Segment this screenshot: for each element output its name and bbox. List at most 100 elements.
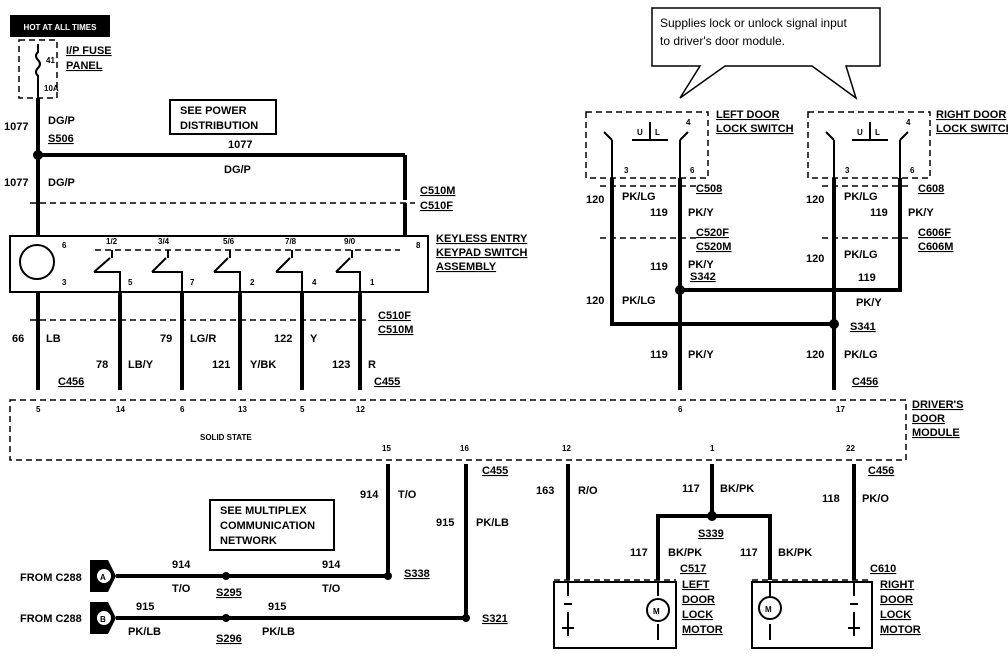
splice-s342 [675,285,685,295]
splice-s339-label: S339 [698,528,724,540]
keypad-pin-7-8: 7/8 [285,237,297,246]
connector-c520m-label: C520M [696,241,731,253]
right-120-circuit-mid: 120 [806,253,824,265]
right-120-circuit-top: 120 [806,194,824,206]
module-pin-6a: 6 [180,405,185,414]
left-119-circuit-mid: 119 [650,261,668,273]
wire-915-circuit-a: 915 [136,601,154,613]
keypad-pin-3-4: 3/4 [158,237,170,246]
connector-c610-label: C610 [870,563,896,575]
wire-118-circuit: 118 [822,493,840,505]
splice-s296 [222,614,230,622]
wire-915-color-vert: PK/LB [476,517,509,529]
fuse-amperage: 10A [44,84,59,93]
keypad-pin-2: 2 [250,278,255,287]
right-120-color-top: PK/LG [844,191,878,203]
fuse-panel-title-1: I/P FUSE [66,45,112,57]
keypad-switch-7-8 [275,250,303,292]
left-motor-m-icon [646,598,670,622]
left-120-color-mid: PK/LG [622,295,656,307]
module-pin-17: 17 [836,405,845,414]
left-119-color-top: PK/Y [688,207,714,219]
left-motor-switch [562,582,574,636]
left-119-circuit-top: 119 [650,207,668,219]
splice-s321 [462,614,470,622]
fuse-panel-title-2: PANEL [66,60,103,72]
connector-c510m-label-bottom: C510M [378,324,413,336]
right-120-color-mid: PK/LG [844,249,878,261]
keypad-pin-5: 5 [128,278,133,287]
power-color-upper: DG/P [48,115,75,127]
connector-b-letter: B [100,615,106,624]
connector-a-letter: A [100,573,106,582]
right-motor-title-4: MOTOR [880,624,921,636]
power-circuit-lower: 1077 [4,177,28,189]
wire-66-circuit: 66 [12,333,24,345]
keypad-pin-3: 3 [62,278,67,287]
fuse-number: 41 [46,56,55,65]
wire-119-right-switch [680,178,902,292]
left-switch-pin-4: 4 [686,118,691,127]
from-c288-b: FROM C288 [20,613,82,625]
callout-line-2: to driver's door module. [660,34,785,48]
left-door-lock-motor [553,581,677,649]
wire-117-circuit-right: 117 [740,547,758,559]
wire-915-color-b: PK/LB [262,626,295,638]
see-power-distribution-box [169,99,277,135]
splice-s296-label: S296 [216,633,242,645]
keypad-title-2: KEYPAD SWITCH [436,247,528,259]
splice-s339 [707,511,717,521]
right-119-color-mid: PK/Y [856,297,882,309]
connector-c606f-label: C606F [918,227,951,239]
module-pin-15: 15 [382,444,391,453]
wire-122-circuit: 122 [274,333,292,345]
wire-163-circuit: 163 [536,485,554,497]
module-pin-12b: 12 [562,444,571,453]
right-door-lock-motor [751,581,873,649]
right-motor-switch [848,582,860,636]
right-motor-m-icon [758,596,782,620]
splice-s342-label: S342 [690,271,716,283]
splice-s321-label: S321 [482,613,508,625]
keypad-title-3: ASSEMBLY [436,261,497,273]
splice-s338-label: S338 [404,568,430,580]
module-pin-5b: 5 [300,405,305,414]
keypad-pin-1: 1 [370,278,375,287]
connector-c608-label: C608 [918,183,944,195]
wire-163-color: R/O [578,485,598,497]
connector-c517-label: C517 [680,563,706,575]
module-title-2: DOOR [912,413,945,425]
keypad-pin-7: 7 [190,278,195,287]
module-title-3: MODULE [912,427,960,439]
right-motor-title-2: DOOR [880,594,913,606]
keypad-pin-8: 8 [416,241,421,250]
right-switch-pin-6: 6 [910,166,915,175]
wire-915-circuit-b: 915 [268,601,286,613]
module-pin-5a: 5 [36,405,41,414]
wire-914-color-b: T/O [322,583,341,595]
fuse-element [35,44,41,98]
callout-bubble [651,7,881,100]
wire-123-circuit: 123 [332,359,350,371]
module-pin-22: 22 [846,444,855,453]
connector-c510f-label-top: C510F [420,200,453,212]
wire-78-color: LB/Y [128,359,154,371]
module-pin-14: 14 [116,405,125,414]
right-switch-contacts [825,122,909,178]
wire-915-circuit-vert: 915 [436,517,454,529]
right-switch-pin-3: 3 [845,166,850,175]
left-door-lock-switch [585,111,709,179]
drivers-door-module [9,399,907,461]
connector-c456-label-bottom: C456 [868,465,894,477]
connector-c520f-label: C520F [696,227,729,239]
connector-c510f-label-bottom: C510F [378,310,411,322]
left-motor-title-4: MOTOR [682,624,723,636]
connector-c606m-label: C606M [918,241,953,253]
hot-at-all-times-label: HOT AT ALL TIMES [24,23,98,32]
wire-117-circuit-main: 117 [682,483,700,495]
module-pin-6b: 6 [678,405,683,414]
power-color-horizontal: DG/P [224,164,251,176]
power-circuit-horizontal: 1077 [228,139,252,151]
connector-a-badge [97,569,111,583]
wire-914-circuit-b: 914 [322,559,341,571]
